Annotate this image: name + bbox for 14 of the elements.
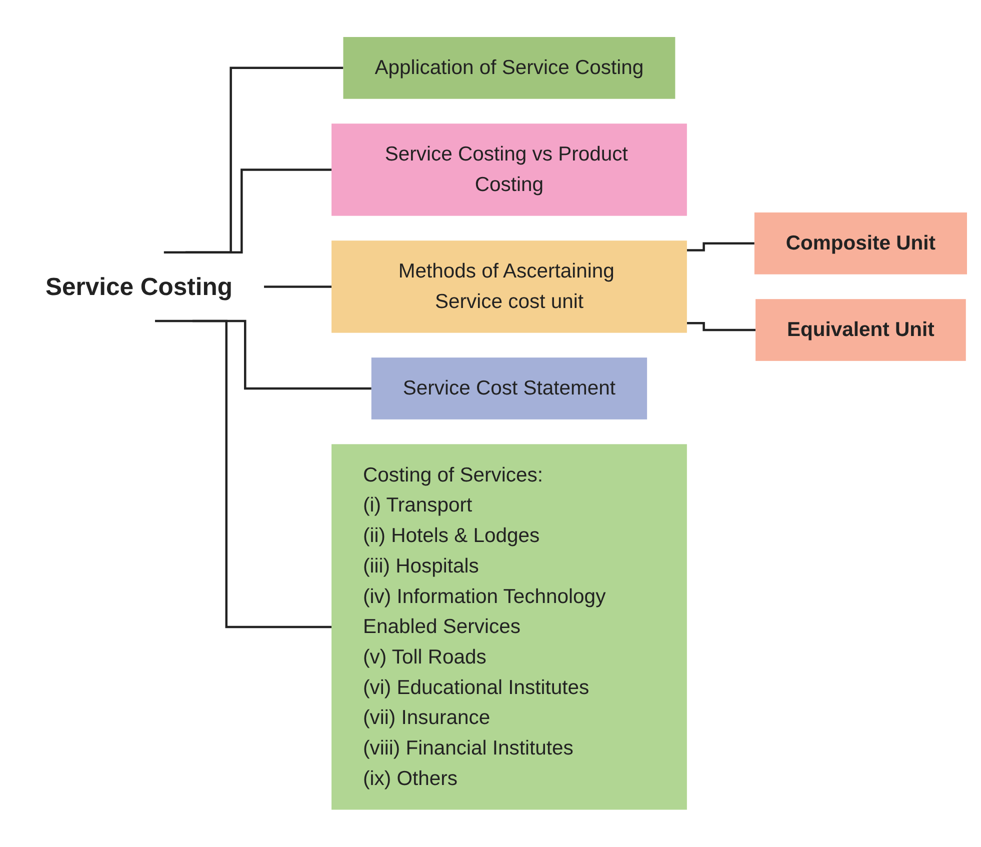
node-box: Costing of Services: (i) Transport (ii) Hotels & Lodges (iii) Hospitals (iv) Information Technology Enabled Services (v) Toll Roads (vi) Educational Institutes (vii) Insurance (viii) Financial Institutes (ix) Others [332,444,687,810]
node-box: Service Costing vs Product Costing [332,124,687,216]
node-box: Composite Unit [754,212,967,274]
node-box: Methods of Ascertaining Service cost unit [332,240,687,333]
connector [155,320,332,628]
connector [164,66,344,254]
node-text: Service Costing [45,272,233,301]
connector [686,322,756,332]
node-box: Equivalent Unit [756,299,966,362]
node-box: Application of Service Costing [343,37,676,99]
connector [686,242,754,252]
connector [186,168,332,254]
connector [264,286,332,288]
node-box: Service Cost Statement [371,358,648,420]
